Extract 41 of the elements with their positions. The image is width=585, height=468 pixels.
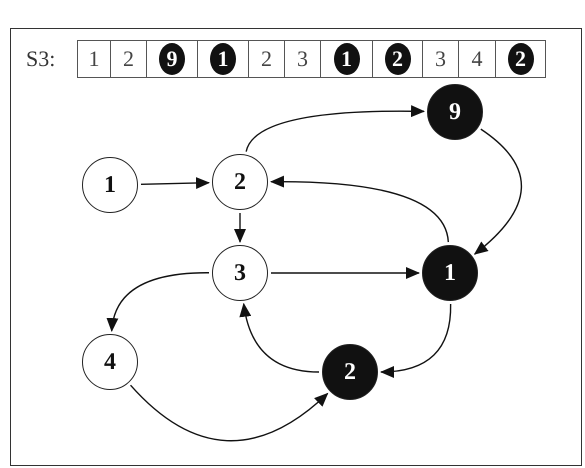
arrow (130, 384, 328, 442)
cell-number: 1 (210, 43, 236, 75)
sequence-cell (422, 40, 459, 78)
arrow (107, 272, 210, 332)
sequence-label: S3: (26, 46, 56, 72)
sequence-cell (77, 40, 111, 78)
arrow (270, 176, 450, 242)
arrow (140, 177, 210, 190)
cell-number: 2 (123, 46, 134, 72)
state-circle (82, 334, 138, 390)
arrow (246, 105, 425, 152)
arrow (380, 304, 452, 378)
cell-number: 2 (261, 46, 272, 72)
sequence-cell (197, 40, 249, 78)
state-number: 2 (344, 358, 356, 386)
sequence-cell (284, 40, 321, 78)
state-number: 9 (449, 98, 461, 126)
arrow (240, 302, 320, 373)
sequence-cell (372, 40, 423, 78)
cell-number: 3 (435, 46, 446, 72)
state-number: 2 (234, 168, 246, 196)
sequence-cell (495, 40, 546, 78)
cell-number: 2 (508, 43, 534, 75)
arrow (234, 213, 246, 243)
sequence-cell (146, 40, 198, 78)
cell-number: 1 (334, 43, 360, 75)
sequence-cell (110, 40, 147, 78)
arrow (474, 128, 522, 255)
cell-number: 2 (384, 43, 410, 75)
cell-number: 3 (297, 46, 308, 72)
sequence-cell (320, 40, 373, 78)
arrow (271, 267, 420, 279)
sequence-cell (248, 40, 285, 78)
sequence-cell (458, 40, 496, 78)
state-number: 1 (104, 172, 116, 198)
state-number: 3 (234, 260, 246, 286)
cell-number: 9 (159, 43, 185, 75)
cell-number: 1 (88, 46, 100, 72)
state-number: 1 (444, 260, 456, 286)
cell-number: 4 (472, 46, 482, 72)
state-number: 4 (104, 348, 116, 376)
